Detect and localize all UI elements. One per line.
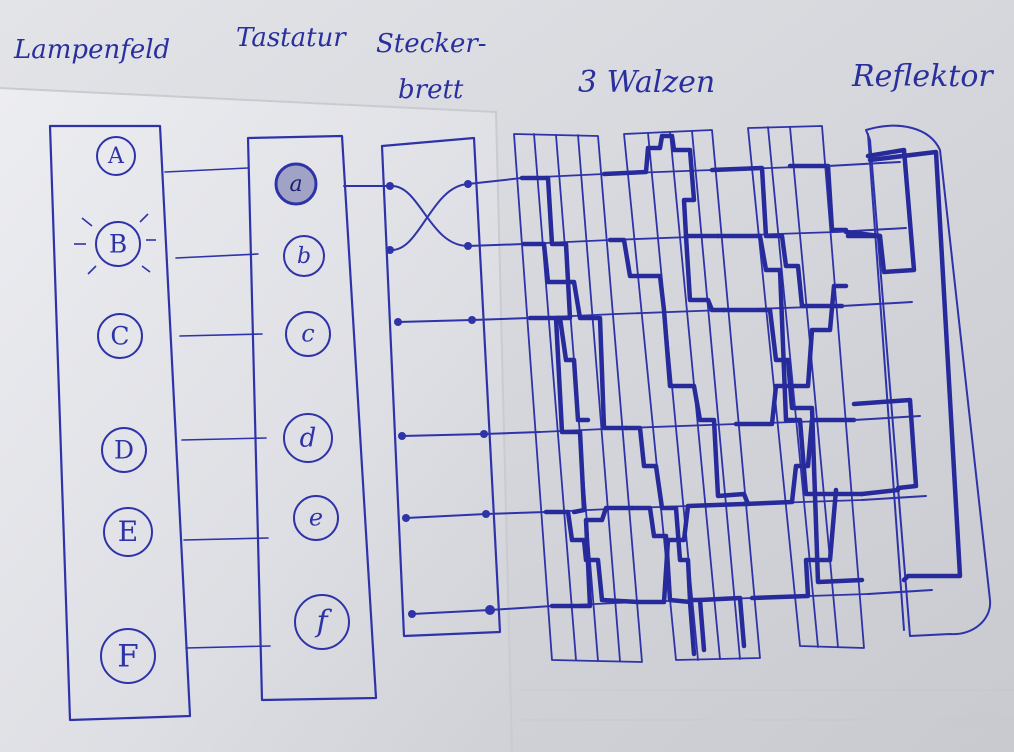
steckerbrett-panel	[380, 136, 502, 638]
lamp-e: E	[103, 507, 153, 557]
lamp-label: A	[107, 144, 125, 169]
lamp-a: A	[96, 136, 136, 176]
key-d: d	[283, 413, 333, 463]
heading-steckerbrett-line1: Stecker-	[376, 29, 487, 59]
lamp-c: C	[97, 313, 143, 359]
key-label: b	[297, 244, 311, 269]
lamp-light-ray	[139, 213, 149, 223]
lamp-key-wires	[164, 167, 271, 649]
rotor-2-path	[601, 133, 751, 657]
heading-steckerbrett-line2: brett	[398, 75, 464, 105]
heading-lampenfeld: Lampenfeld	[13, 35, 170, 65]
lampenfeld-panel	[48, 124, 192, 722]
key-circle	[294, 594, 350, 650]
background-ruling	[520, 689, 1014, 721]
heading-tastatur: Tastatur	[236, 23, 347, 53]
lamp-circle	[96, 136, 136, 176]
lamp-circle	[95, 221, 141, 267]
lamp-light-ray	[87, 265, 97, 275]
key-e: e	[293, 495, 339, 541]
lamp-circle	[100, 628, 156, 684]
lamp-label: E	[118, 515, 138, 548]
lamp-list: A B C D E F	[74, 136, 156, 684]
lamp-f: F	[100, 628, 156, 684]
key-circle	[283, 413, 333, 463]
lamp-light-ray	[81, 217, 93, 227]
lamp-label: D	[114, 435, 134, 464]
rotor-1-path	[519, 175, 641, 609]
key-c: c	[285, 311, 331, 357]
key-label: e	[309, 504, 323, 532]
reflektor-path	[843, 147, 963, 583]
key-label: d	[300, 423, 317, 453]
lamp-circle	[101, 427, 147, 473]
lamp-label: B	[109, 229, 127, 258]
lamp-label: F	[117, 638, 139, 674]
key-a: a	[274, 162, 318, 206]
paper-edge	[0, 87, 513, 752]
key-circle	[293, 495, 339, 541]
lamp-b: B	[74, 213, 156, 275]
steckerbrett-wiring	[343, 177, 553, 615]
lamp-d: D	[101, 427, 147, 473]
lamp-circle	[97, 313, 143, 359]
lamp-light-ray	[141, 265, 151, 273]
steckerbrett-plugs	[386, 180, 495, 618]
lamp-label: C	[110, 321, 129, 350]
tastatur-panel	[246, 134, 378, 702]
key-circle	[285, 311, 331, 357]
key-label: a	[289, 172, 302, 197]
key-circle	[274, 162, 318, 206]
lamp-circle	[103, 507, 153, 557]
heading-walzen: 3 Walzen	[578, 65, 715, 100]
key-label: c	[301, 320, 314, 348]
reflektor-panel	[827, 124, 992, 637]
key-circle	[283, 235, 325, 277]
key-b: b	[283, 235, 325, 277]
heading-reflektor: Reflektor	[851, 59, 994, 94]
rotor-3-path	[709, 163, 865, 601]
